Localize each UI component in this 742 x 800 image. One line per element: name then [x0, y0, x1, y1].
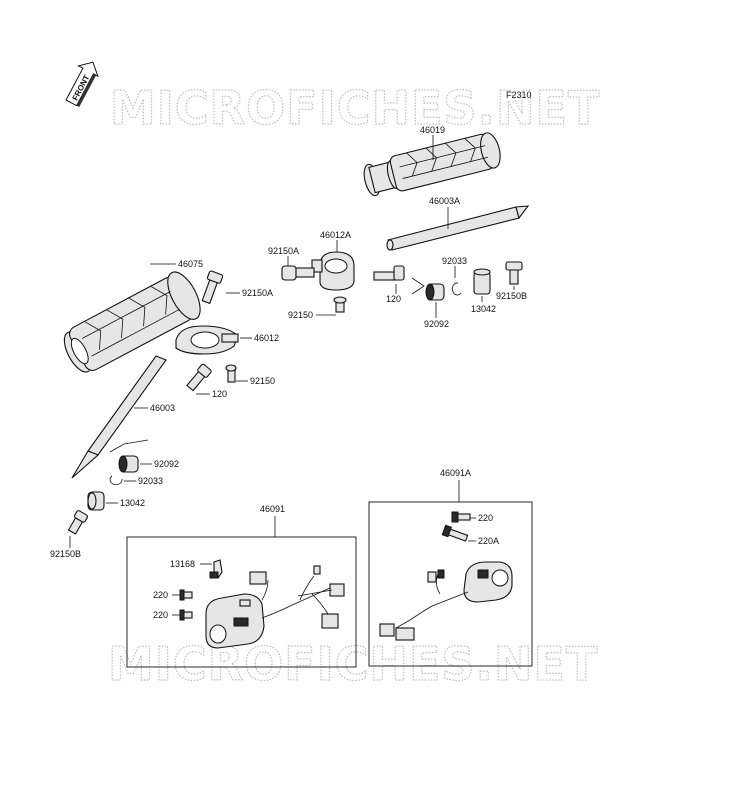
assembly-box-46091A — [368, 501, 533, 667]
right-grip — [363, 132, 501, 197]
bolt-92150B-right — [505, 261, 523, 285]
label-220-a: 220 — [153, 590, 168, 600]
circlip-92033-right — [451, 282, 462, 296]
leader-92092-right-arrow — [411, 277, 425, 295]
watermark-bottom: MICROFICHES.NET — [108, 637, 598, 691]
label-92150-right: 92150 — [288, 310, 313, 320]
left-grip — [63, 271, 201, 373]
label-220-b: 220 — [153, 610, 168, 620]
bracket-13168 — [209, 559, 223, 579]
label-46012: 46012 — [254, 333, 279, 343]
screw-220A — [441, 524, 469, 542]
label-46003A: 46003A — [429, 196, 460, 206]
circlip-92033-left — [109, 475, 123, 486]
front-arrow-icon: FRONT — [65, 61, 99, 108]
weight-92092-left — [118, 455, 139, 473]
label-92150-left: 92150 — [250, 376, 275, 386]
label-92150B-left: 92150B — [50, 549, 81, 559]
bolt-120-right — [373, 265, 405, 281]
figure-code: F2310 — [506, 90, 532, 100]
label-46019: 46019 — [420, 125, 445, 135]
screw-92150-left — [225, 364, 237, 383]
screw-220-a — [179, 589, 193, 601]
label-120-right: 120 — [386, 294, 401, 304]
left-switch-wiring — [249, 565, 345, 629]
right-switch-housing — [463, 561, 513, 603]
label-92092-left: 92092 — [154, 459, 179, 469]
watermark-top: MICROFICHES.NET — [110, 81, 600, 135]
leader-92092-left-arrow — [109, 439, 149, 453]
label-46091: 46091 — [260, 504, 285, 514]
label-46012A: 46012A — [320, 230, 351, 240]
label-92150A-left: 92150A — [242, 288, 273, 298]
label-46003: 46003 — [150, 403, 175, 413]
screw-92150-right — [333, 296, 347, 313]
clamp-46012 — [175, 325, 239, 355]
label-13168: 13168 — [170, 559, 195, 569]
collar-13042-left — [87, 491, 105, 511]
label-92092-right: 92092 — [424, 319, 449, 329]
label-92150B-right: 92150B — [496, 291, 527, 301]
label-46075: 46075 — [178, 259, 203, 269]
screw-220-c — [451, 511, 471, 523]
weight-92092-right — [425, 283, 445, 301]
label-13042-left: 13042 — [120, 498, 145, 508]
label-120-left: 120 — [212, 389, 227, 399]
label-46091A: 46091A — [440, 468, 471, 478]
right-handlebar — [386, 205, 530, 251]
collar-13042-right — [473, 268, 491, 295]
label-13042-right: 13042 — [471, 304, 496, 314]
label-92033-right: 92033 — [442, 256, 467, 266]
label-220A: 220A — [478, 536, 499, 546]
label-92150A-top: 92150A — [268, 246, 299, 256]
label-220-c: 220 — [478, 513, 493, 523]
label-92033-left: 92033 — [138, 476, 163, 486]
right-switch-wiring — [379, 569, 469, 641]
bolt-92150A-left — [201, 270, 224, 305]
bolt-92150A-top — [281, 265, 315, 281]
clamp-46012A — [311, 251, 355, 291]
left-handlebar — [71, 355, 167, 479]
screw-220-b — [179, 609, 193, 621]
left-switch-housing — [205, 593, 265, 649]
bolt-120-left — [186, 363, 212, 392]
bolt-92150B-left — [67, 510, 89, 535]
assembly-box-46091 — [126, 536, 357, 668]
